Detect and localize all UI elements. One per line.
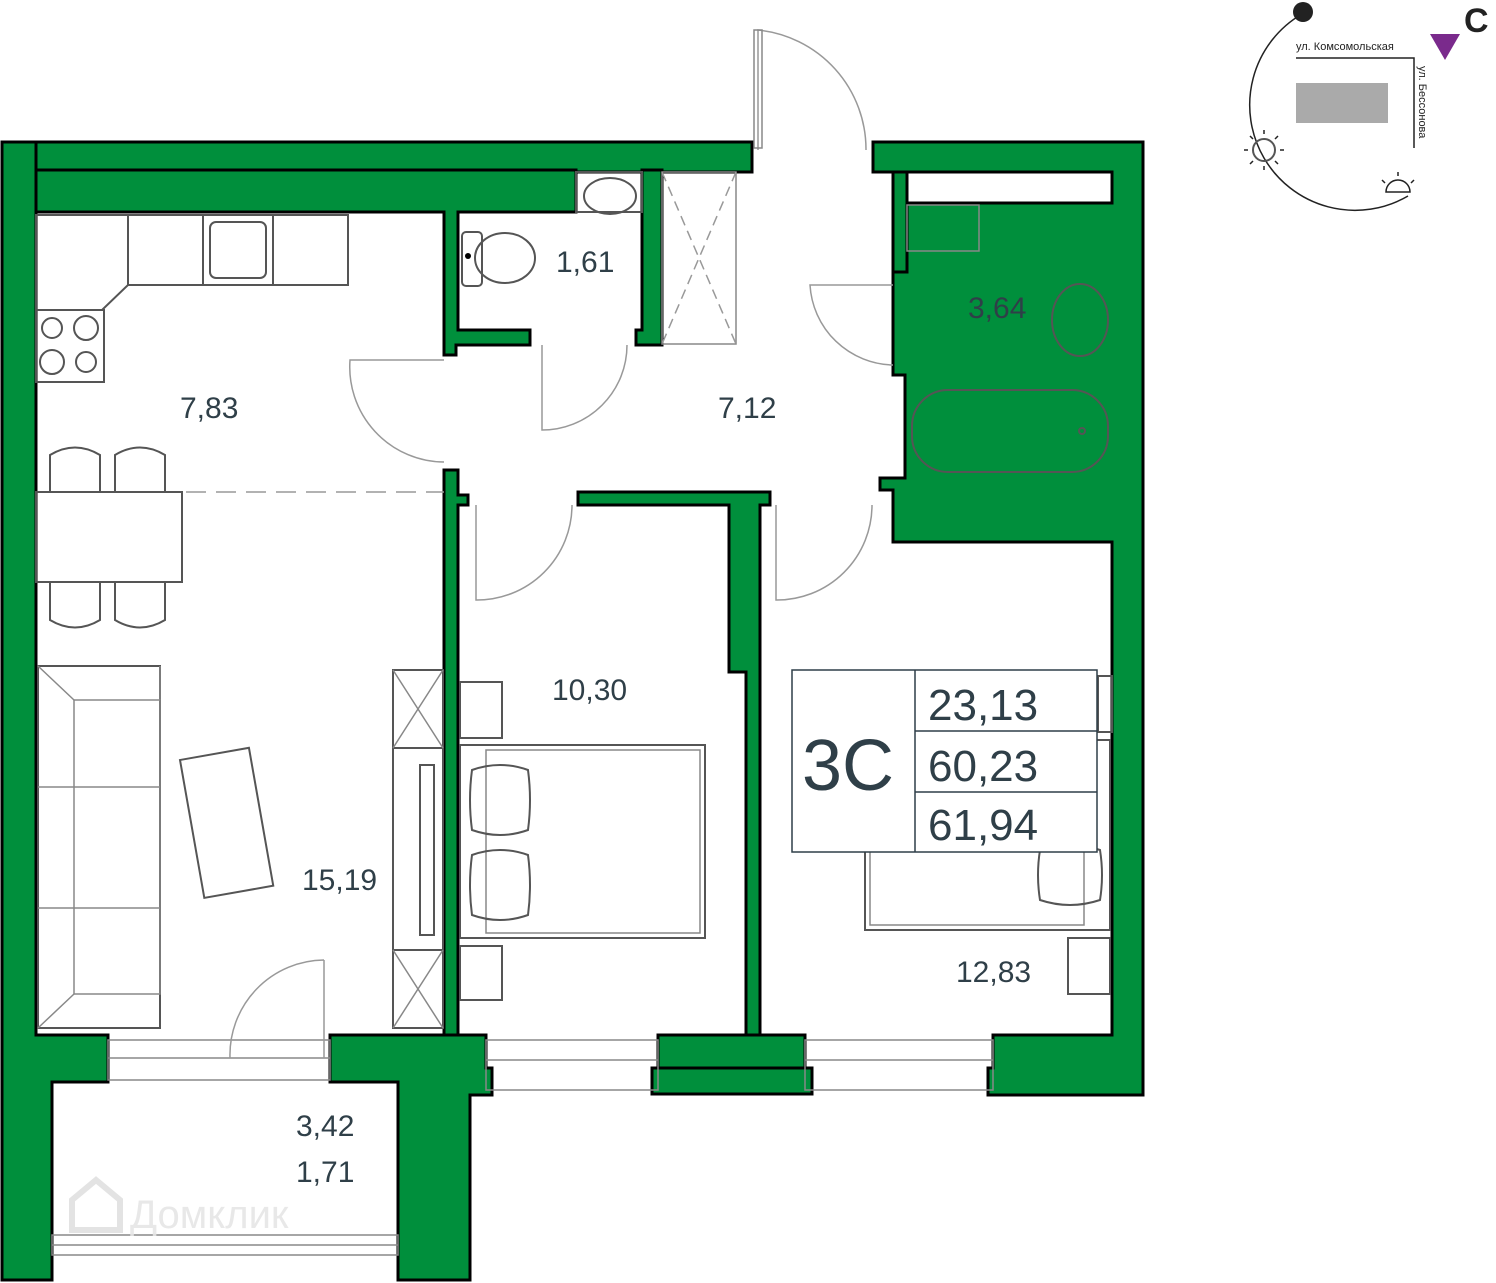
wc-furniture bbox=[461, 171, 737, 345]
bed bbox=[459, 744, 706, 939]
nightstand bbox=[1097, 675, 1113, 733]
wall-bedroom-divider bbox=[576, 490, 772, 1037]
wall-living-bedroom bbox=[442, 468, 470, 1037]
walls bbox=[0, 140, 1145, 1282]
living-furniture bbox=[37, 665, 444, 1029]
apartment-type-label: 3С bbox=[802, 726, 894, 806]
sofa bbox=[37, 665, 161, 1029]
chair bbox=[114, 582, 166, 629]
entrance-door bbox=[757, 29, 867, 151]
north-arrow-icon bbox=[1430, 34, 1460, 60]
living-area: 15,19 bbox=[302, 864, 377, 897]
tv-cabinet bbox=[392, 669, 444, 1029]
bathroom-area: 3,64 bbox=[968, 292, 1026, 325]
balcony-reduced-area: 1,71 bbox=[296, 1156, 354, 1189]
windows bbox=[51, 1039, 994, 1256]
washing-machine bbox=[906, 204, 980, 252]
stove bbox=[35, 309, 105, 383]
kitchen-furniture bbox=[35, 214, 444, 629]
kitchen-sink bbox=[209, 221, 267, 279]
nightstand bbox=[1067, 937, 1111, 995]
bedroom1-door bbox=[475, 504, 573, 601]
wc-sink-icon bbox=[583, 177, 637, 215]
bedroom1-furniture bbox=[459, 681, 706, 1001]
wall-wc-right bbox=[634, 168, 664, 347]
kitchen-door bbox=[348, 359, 445, 463]
hall-area: 7,12 bbox=[718, 392, 776, 425]
wall-bath-left bbox=[891, 170, 909, 274]
bathroom-door bbox=[809, 284, 894, 366]
building-marker bbox=[1296, 83, 1388, 123]
wall-bottom-center bbox=[656, 1033, 807, 1070]
pillow bbox=[469, 764, 531, 836]
wc-door bbox=[541, 344, 628, 431]
balcony-area: 3,42 bbox=[296, 1110, 354, 1143]
street-outline bbox=[1296, 57, 1415, 148]
wall-kitchen-top bbox=[34, 168, 578, 357]
total-area-value: 60,23 bbox=[928, 742, 1038, 791]
window-living bbox=[107, 1039, 331, 1081]
living-area-value: 23,13 bbox=[928, 681, 1038, 730]
window-bedroom2 bbox=[804, 1039, 994, 1091]
wc-sink-cabinet bbox=[575, 171, 643, 213]
summary-box-frame bbox=[791, 669, 1098, 853]
window-bedroom1 bbox=[485, 1039, 659, 1091]
chair bbox=[49, 446, 101, 492]
sunset-icon bbox=[1385, 179, 1411, 193]
chair bbox=[114, 446, 166, 492]
dining-table bbox=[35, 491, 183, 583]
wall-top-left bbox=[0, 140, 754, 174]
bathroom-furniture bbox=[906, 204, 1109, 473]
wall-bottom-center-ledge bbox=[650, 1066, 814, 1096]
wall-outer-right bbox=[871, 140, 1145, 1097]
house-logo-icon bbox=[69, 1176, 123, 1233]
wc-area: 1,61 bbox=[556, 246, 614, 279]
chair bbox=[49, 582, 101, 629]
nightstand bbox=[459, 681, 503, 739]
balcony-door bbox=[229, 959, 325, 1059]
total-with-balcony-value: 61,94 bbox=[928, 801, 1038, 850]
pillow bbox=[469, 849, 531, 921]
bath-sink-icon bbox=[1051, 283, 1109, 357]
pillow bbox=[1037, 844, 1103, 906]
compass: ул. Комсомольская ул. Бессонова С bbox=[1244, 2, 1489, 211]
nightstand bbox=[459, 945, 503, 1001]
watermark: Домклик bbox=[69, 1176, 289, 1237]
bedroom2-area: 12,83 bbox=[956, 956, 1031, 989]
street-top-label: ул. Комсомольская bbox=[1296, 41, 1394, 53]
room-labels: 7,83 1,61 7,12 3,64 15,19 10,30 12,83 3,… bbox=[180, 246, 1031, 1189]
shaft bbox=[661, 171, 737, 345]
watermark-text: Домклик bbox=[130, 1193, 289, 1237]
coffee-table bbox=[178, 746, 275, 900]
north-label: С bbox=[1464, 2, 1489, 40]
bathtub-icon bbox=[911, 389, 1109, 473]
moon-icon bbox=[1293, 2, 1313, 22]
wall-outer-left bbox=[0, 140, 110, 1282]
sun-path-arc bbox=[1248, 13, 1409, 211]
tv bbox=[419, 764, 435, 936]
sun-icon bbox=[1252, 138, 1276, 162]
kitchen-counter bbox=[35, 214, 349, 311]
summary-box: 3С 23,13 60,23 61,94 bbox=[791, 669, 1098, 853]
street-right-label: ул. Бессонова bbox=[1416, 66, 1428, 139]
doors bbox=[229, 29, 894, 1059]
toilet-icon bbox=[474, 232, 536, 284]
bedroom1-area: 10,30 bbox=[552, 674, 627, 707]
kitchen-area: 7,83 bbox=[180, 392, 238, 425]
bedroom2-door bbox=[775, 504, 873, 601]
